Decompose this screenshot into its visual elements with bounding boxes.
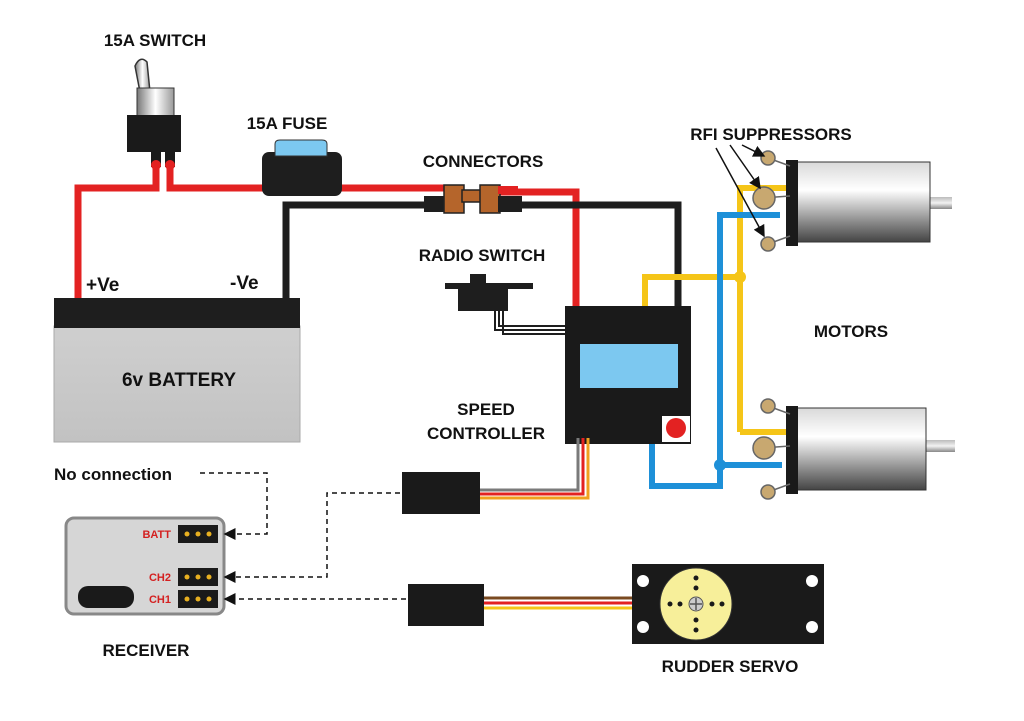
radio-switch-label: RADIO SWITCH: [419, 246, 546, 265]
connectors-label: CONNECTORS: [423, 152, 544, 171]
speed-controller: [480, 306, 691, 500]
rfi-label: RFI SUPPRESSORS: [690, 125, 852, 144]
receiver-label: RECEIVER: [103, 641, 190, 660]
rfi-pointer-lines: [715, 144, 766, 238]
switch-label: 15A SWITCH: [104, 31, 206, 50]
servo-plug: [408, 584, 484, 626]
positive-wire: [74, 165, 580, 308]
battery-negative-label: -Ve: [230, 273, 259, 294]
fuse: [262, 139, 342, 196]
rudder-servo: [408, 564, 824, 644]
esc-led: [666, 418, 686, 438]
no-connection-label: No connection: [54, 465, 172, 484]
battery: [53, 298, 301, 443]
receiver-pin-header-ch1: [178, 590, 218, 608]
switch-bushing: [136, 87, 175, 117]
connectors: [424, 184, 522, 214]
fuse-label: 15A FUSE: [247, 114, 328, 133]
motor-bottom: [786, 406, 955, 494]
wire-junction: [714, 459, 726, 471]
motor-top: [786, 160, 952, 246]
toggle-lever: [134, 58, 151, 93]
battery-label: 6v BATTERY: [122, 370, 236, 391]
switch-body: [127, 115, 181, 152]
battery-positive-label: +Ve: [86, 275, 119, 296]
rfi-suppressors: [752, 150, 791, 500]
wire-junction: [734, 271, 746, 283]
receiver-pin-label-batt: BATT: [142, 529, 171, 541]
motor-wire-blue: [649, 212, 782, 489]
esc-display: [580, 344, 678, 388]
rudder-servo-label: RUDDER SERVO: [662, 657, 799, 676]
receiver-pin-label-ch1: CH1: [149, 594, 171, 606]
dashed-connections: [200, 472, 406, 605]
motors-label: MOTORS: [814, 322, 888, 341]
receiver-pin-header-batt: [178, 525, 218, 543]
speed-controller-label-line1: SPEED: [457, 400, 515, 419]
negative-wire: [282, 201, 682, 308]
receiver-pin-label-ch2: CH2: [149, 572, 171, 584]
radio-switch[interactable]: [445, 274, 565, 335]
receiver-pin-header-ch2: [178, 568, 218, 586]
receiver: [64, 516, 226, 616]
speed-controller-label-line2: CONTROLLER: [427, 424, 545, 443]
esc-plug: [402, 472, 480, 514]
toggle-switch[interactable]: [127, 58, 181, 170]
